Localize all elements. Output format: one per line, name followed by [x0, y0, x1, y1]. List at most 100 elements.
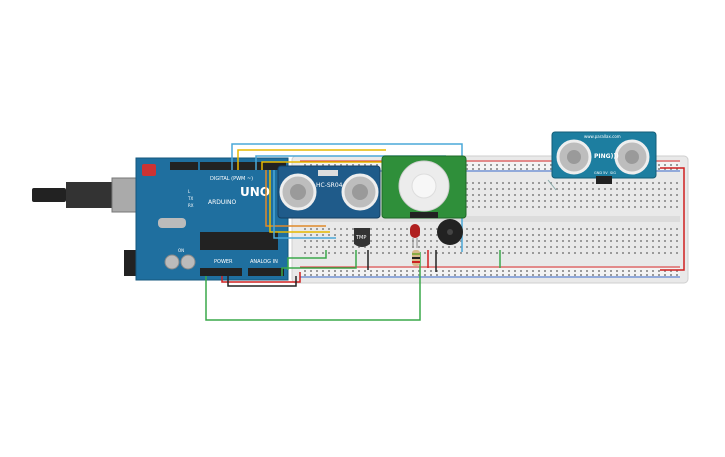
breadboard-hole [484, 228, 486, 230]
breadboard-hole [454, 252, 456, 254]
breadboard-hole [550, 164, 552, 166]
analog-label: ANALOG IN [250, 259, 278, 265]
ping-sensor[interactable]: PING))) www.parallax.com GND 5V SIG [551, 131, 657, 184]
led-icon [410, 224, 420, 238]
breadboard-hole [598, 206, 600, 208]
breadboard-hole [352, 252, 354, 254]
breadboard-hole [586, 194, 588, 196]
breadboard-hole [424, 274, 426, 276]
breadboard-hole [352, 240, 354, 242]
breadboard-hole [574, 200, 576, 202]
breadboard-hole [304, 228, 306, 230]
breadboard-hole [616, 274, 618, 276]
wire-blue-3[interactable] [273, 170, 336, 239]
breadboard-hole [508, 200, 510, 202]
wire-blue-2[interactable] [255, 155, 446, 170]
breadboard-hole [628, 182, 630, 184]
led[interactable] [410, 224, 420, 248]
wire-black-gnd[interactable] [227, 276, 297, 287]
breadboard-hole [496, 240, 498, 242]
breadboard-hole [586, 234, 588, 236]
wire-yellow-3[interactable] [269, 170, 330, 233]
wire-yellow-2[interactable] [261, 161, 388, 170]
breadboard-hole [430, 228, 432, 230]
breadboard-hole [490, 182, 492, 184]
breadboard-hole [616, 188, 618, 190]
breadboard-hole [538, 182, 540, 184]
breadboard-hole [472, 188, 474, 190]
breadboard-hole [646, 182, 648, 184]
breadboard-hole [664, 164, 666, 166]
breadboard-hole [670, 228, 672, 230]
breadboard-hole [616, 234, 618, 236]
breadboard-hole [646, 200, 648, 202]
breadboard-hole [634, 200, 636, 202]
breadboard-hole [472, 240, 474, 242]
breadboard-hole [676, 188, 678, 190]
breadboard-hole [490, 188, 492, 190]
breadboard-hole [538, 274, 540, 276]
breadboard-hole [478, 228, 480, 230]
breadboard-hole [478, 194, 480, 196]
wire-green-long[interactable] [205, 252, 421, 321]
breadboard-hole [646, 194, 648, 196]
wire-green-a1[interactable] [287, 250, 327, 270]
piezo-buzzer[interactable] [437, 219, 463, 245]
tmp-sensor[interactable]: TMP [354, 228, 370, 247]
breadboard-hole [472, 274, 474, 276]
breadboard-hole [526, 188, 528, 190]
breadboard-hole [610, 206, 612, 208]
breadboard-hole [562, 270, 564, 272]
breadboard-hole [562, 200, 564, 202]
arduino-uno[interactable]: DIGITAL (PWM ~) UNO ARDUINO POWER ANALOG… [32, 157, 289, 281]
breadboard-hole [610, 270, 612, 272]
breadboard-hole [562, 188, 564, 190]
hc-sr04-label: HC-SR04 [316, 182, 343, 189]
breadboard-hole [472, 168, 474, 170]
breadboard-hole [478, 168, 480, 170]
breadboard-hole [316, 246, 318, 248]
breadboard-hole [544, 252, 546, 254]
pir-sensor[interactable] [381, 155, 467, 219]
wire-yellow[interactable] [237, 149, 386, 170]
wire-red-right[interactable] [660, 167, 685, 271]
breadboard-hole [454, 274, 456, 276]
wire-orange[interactable] [265, 170, 326, 227]
breadboard-hole [652, 240, 654, 242]
breadboard-hole [352, 164, 354, 166]
breadboard-hole [514, 274, 516, 276]
breadboard-hole [532, 252, 534, 254]
breadboard-hole [424, 252, 426, 254]
breadboard-hole [604, 274, 606, 276]
hc-sr04-sensor[interactable]: HC-SR04 [277, 165, 381, 219]
breadboard-hole [562, 252, 564, 254]
breadboard-hole [352, 246, 354, 248]
breadboard-hole [586, 188, 588, 190]
breadboard-hole [676, 234, 678, 236]
breadboard-hole [556, 228, 558, 230]
breadboard-hole [676, 270, 678, 272]
breadboard-hole [616, 246, 618, 248]
breadboard-hole [484, 206, 486, 208]
wire-red-5v[interactable] [221, 272, 301, 283]
reset-button[interactable] [142, 164, 156, 176]
wire-green-a0[interactable] [281, 250, 357, 276]
breadboard-hole [622, 234, 624, 236]
breadboard-hole [652, 270, 654, 272]
breadboard-hole [634, 194, 636, 196]
resistor[interactable] [412, 250, 420, 266]
breadboard-hole [472, 200, 474, 202]
breadboard-hole [322, 252, 324, 254]
breadboard-hole [550, 252, 552, 254]
breadboard-hole [514, 270, 516, 272]
breadboard-hole [556, 246, 558, 248]
breadboard-hole [652, 182, 654, 184]
breadboard-hole [310, 228, 312, 230]
breadboard-hole [394, 234, 396, 236]
breadboard-hole [466, 252, 468, 254]
breadboard-hole [556, 234, 558, 236]
breadboard-hole [628, 188, 630, 190]
breadboard-hole [670, 206, 672, 208]
breadboard-hole [610, 246, 612, 248]
breadboard-hole [466, 228, 468, 230]
